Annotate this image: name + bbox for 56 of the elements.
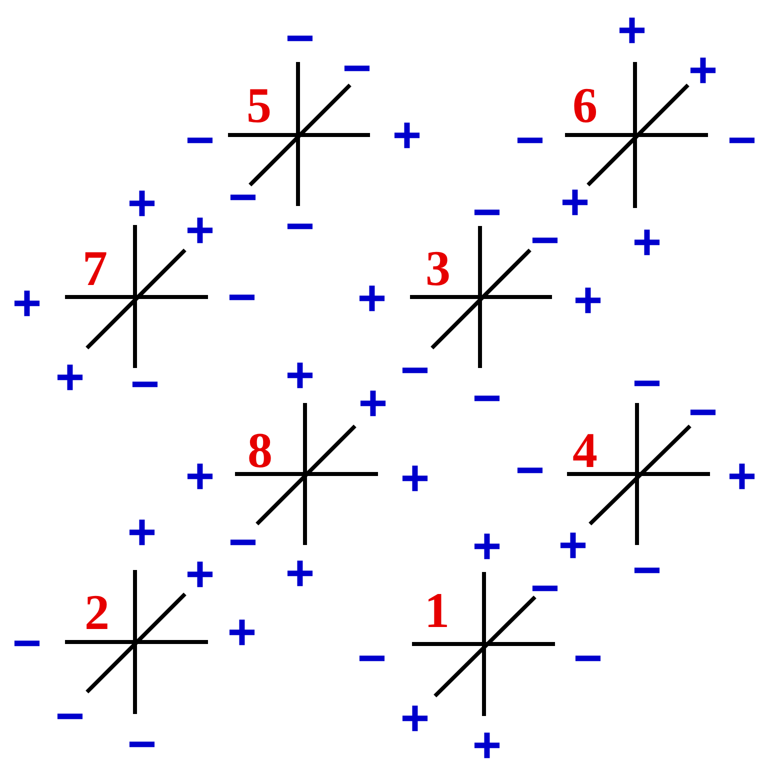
axis-sign: − (530, 215, 560, 265)
axis-sign: − (127, 719, 157, 762)
axis-sign: − (12, 618, 42, 668)
octant-number: 4 (572, 425, 598, 475)
octant-number: 5 (246, 80, 272, 130)
axis-sign: + (400, 453, 430, 503)
axis-sign: + (472, 521, 502, 571)
axis-sign: + (727, 451, 757, 501)
axis-sign: + (127, 507, 157, 557)
axis-sign: − (632, 358, 662, 408)
axis-sign: + (285, 548, 315, 598)
octant-number: 8 (248, 425, 272, 475)
axis-sign: + (632, 217, 662, 267)
axis-sign: − (228, 172, 258, 222)
axis-sign: − (472, 187, 502, 237)
axis-sign: − (185, 115, 215, 165)
axis-sign: − (227, 272, 257, 322)
octant-number: 6 (572, 80, 598, 130)
axis-sign: + (617, 5, 647, 55)
axis-sign: + (185, 451, 215, 501)
axis-sign: − (228, 517, 258, 567)
axis-sign: − (472, 373, 502, 423)
axis-sign: + (400, 693, 430, 743)
axis-sign: − (342, 43, 372, 93)
axis-sign: − (357, 633, 387, 683)
axis-sign: + (472, 720, 502, 762)
axis-sign: + (357, 273, 387, 323)
axis-sign: + (358, 378, 388, 428)
axis-sign: − (515, 115, 545, 165)
axis-sign: + (573, 275, 603, 325)
axis-sign: − (727, 115, 757, 165)
axis-sign: + (688, 45, 718, 95)
octant-number: 2 (84, 587, 110, 637)
axis-sign: − (285, 13, 315, 63)
axis-sign: − (130, 359, 160, 409)
axis-sign: + (55, 352, 85, 402)
octant-number: 1 (424, 585, 450, 635)
axis-sign: + (12, 278, 42, 328)
axis-sign: − (530, 563, 560, 613)
axis-sign: + (285, 350, 315, 400)
axis-sign: + (560, 177, 590, 227)
axis-sign: − (573, 633, 603, 683)
axis-sign: − (55, 691, 85, 741)
octant-number: 7 (82, 243, 108, 293)
axis-sign: + (127, 178, 157, 228)
axis-sign: + (392, 110, 422, 160)
axis-sign: + (185, 549, 215, 599)
axis-sign: + (227, 607, 257, 657)
octant-number: 3 (426, 243, 450, 293)
axis-sign: + (558, 520, 588, 570)
axis-sign: − (688, 387, 718, 437)
axis-sign: − (515, 445, 545, 495)
axis-sign: − (285, 201, 315, 251)
axis-sign: − (400, 345, 430, 395)
axis-sign: + (185, 205, 215, 255)
axis-sign: − (632, 545, 662, 595)
